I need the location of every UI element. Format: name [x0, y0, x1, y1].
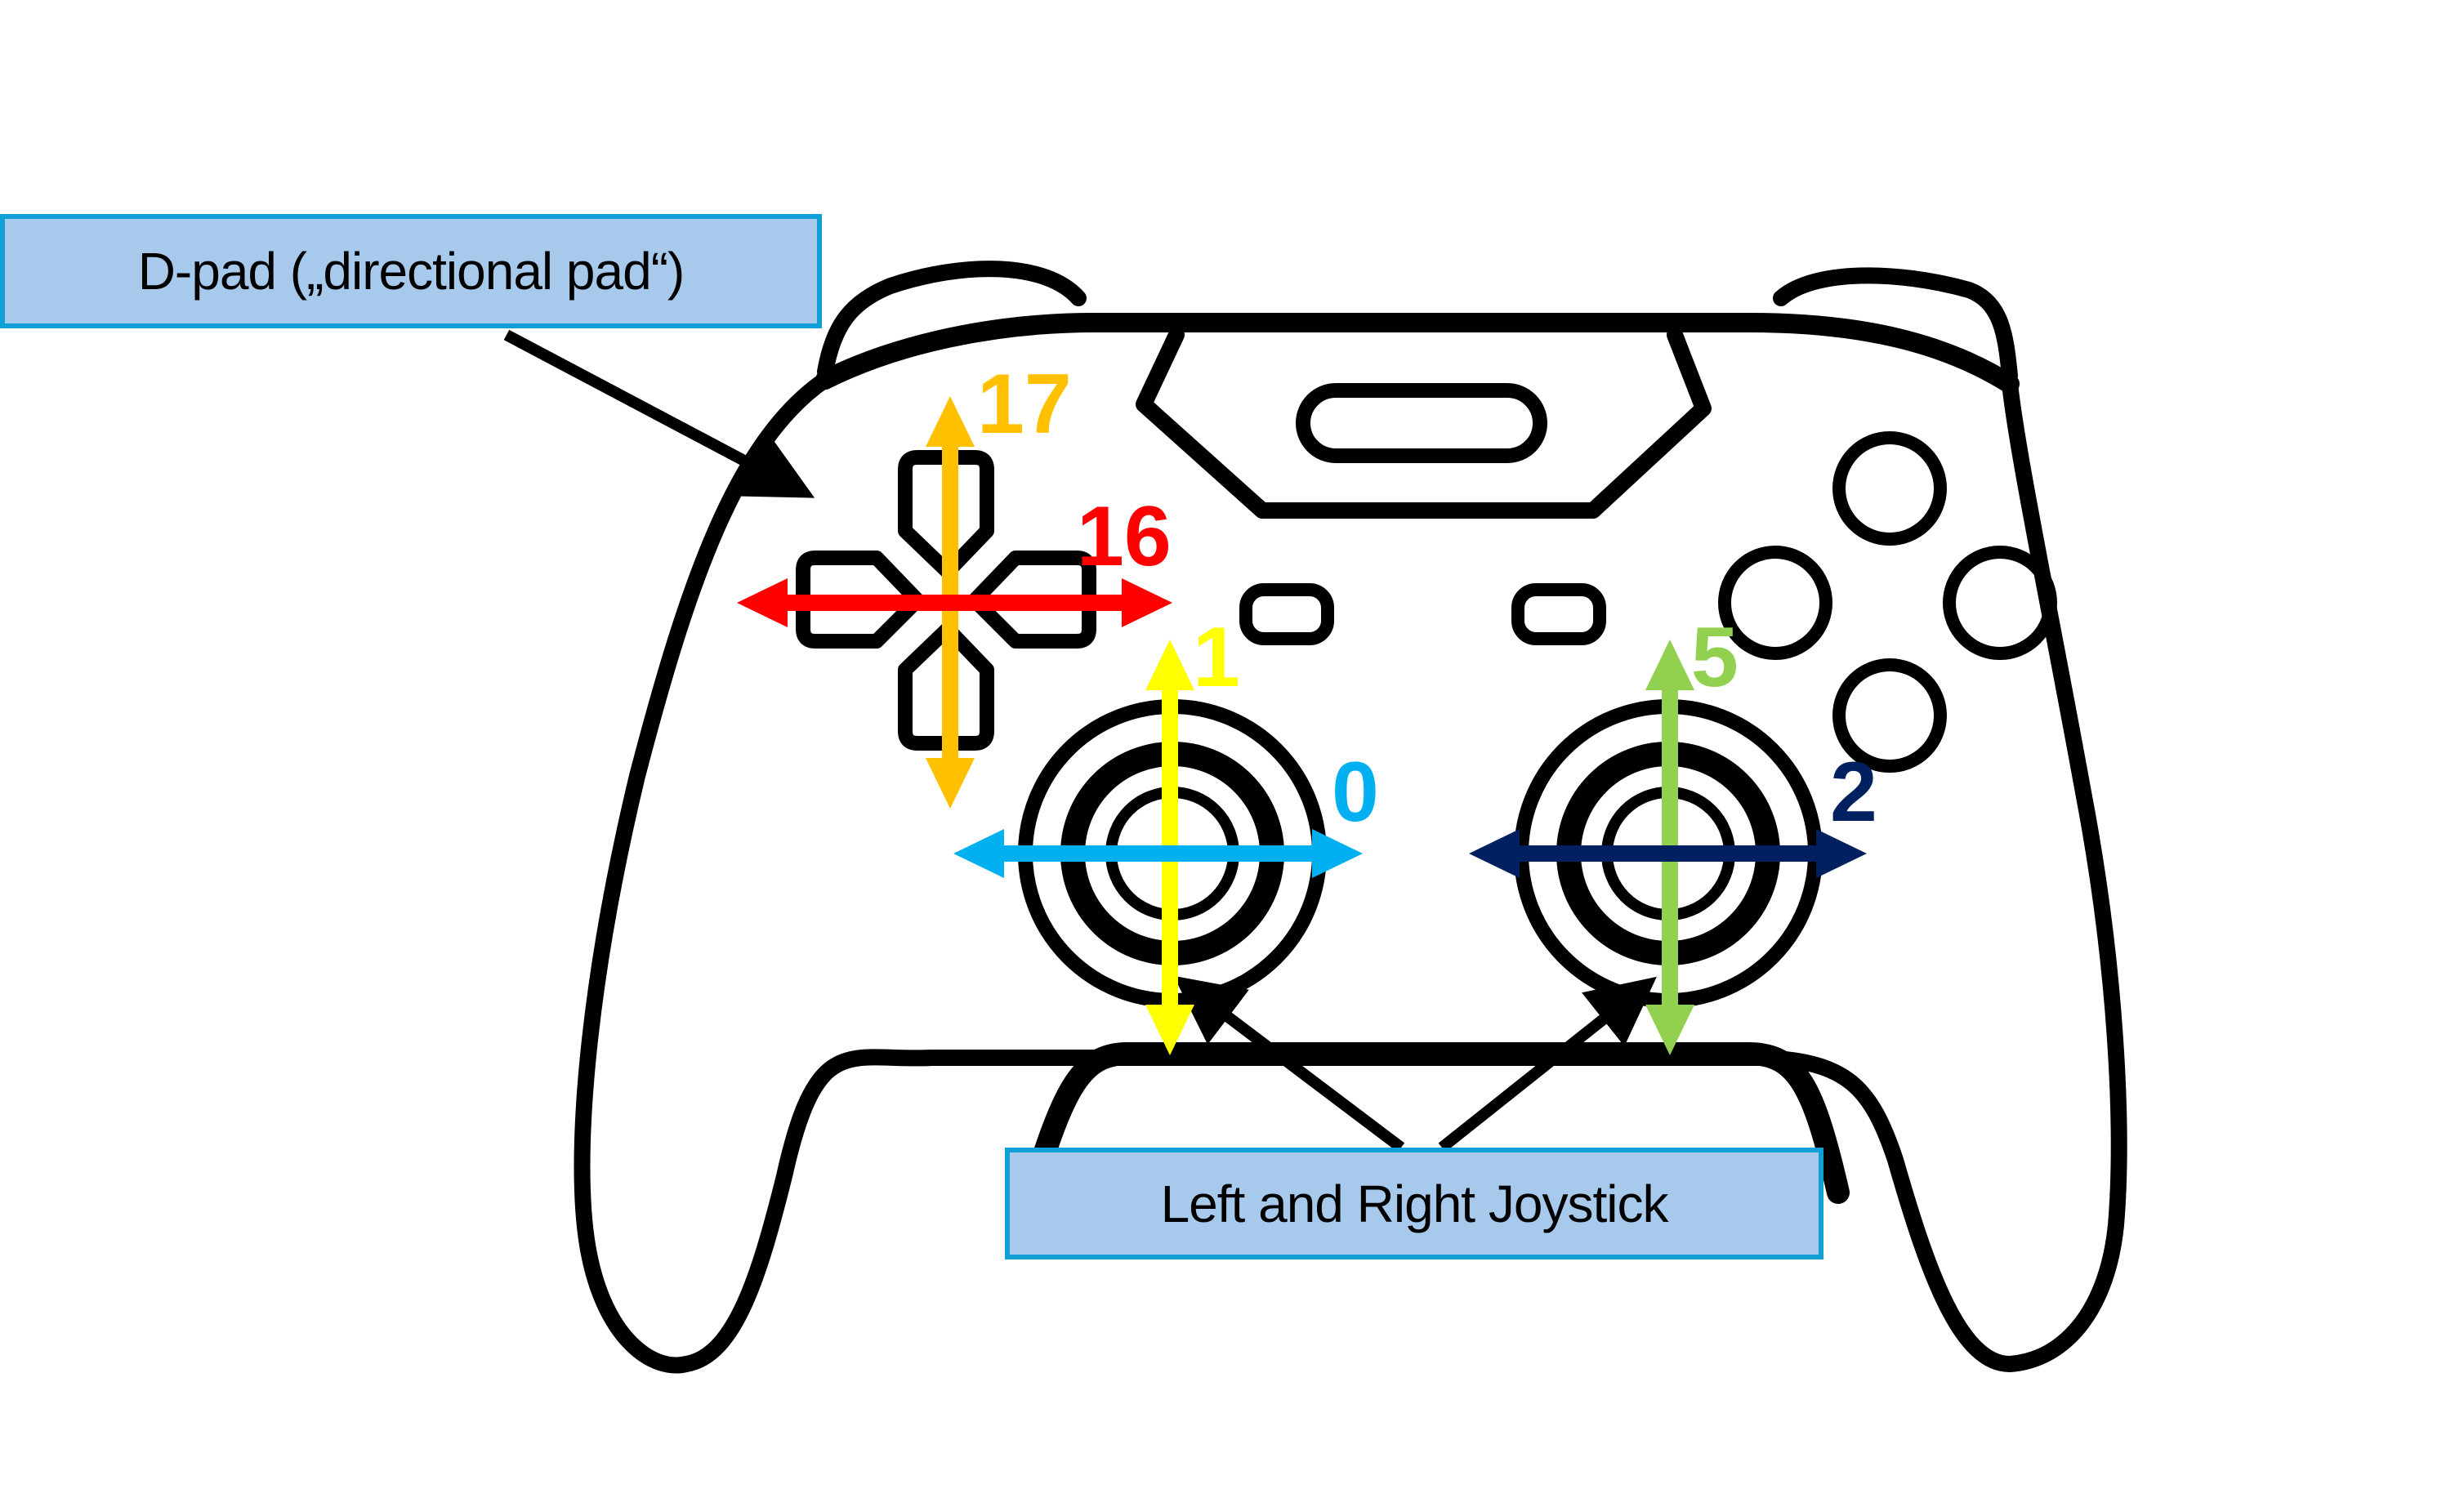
- face-button-top[interactable]: [1832, 431, 1947, 546]
- left-bumper: [817, 261, 1087, 380]
- face-button-right[interactable]: [1943, 546, 2057, 660]
- dpad-horizontal-head-end: [1122, 578, 1172, 627]
- dpad-down[interactable]: [898, 622, 994, 751]
- face-button-bottom[interactable]: [1832, 658, 1947, 773]
- axis-label-0: 0: [1332, 745, 1379, 840]
- right-stick-horizontal-head-start: [1469, 829, 1520, 878]
- axis-label-5: 5: [1691, 610, 1739, 705]
- dpad-callout-text: D-pad („directional pad“): [137, 242, 685, 301]
- start-button[interactable]: [1511, 583, 1606, 645]
- left-stick-pointer-arrow: [1173, 975, 1405, 1152]
- axis-label-16: 16: [1077, 489, 1172, 584]
- left-stick-horizontal-head-end: [1312, 829, 1363, 878]
- select-button[interactable]: [1239, 583, 1334, 645]
- center-pill: [1296, 383, 1547, 463]
- callout-arrows: [503, 329, 1657, 1152]
- body-outline: [574, 372, 2127, 1374]
- right-bumper: [1773, 267, 2018, 384]
- dpad-right[interactable]: [967, 551, 1096, 649]
- handle-bridge: [1018, 1042, 1850, 1212]
- axis-label-2: 2: [1830, 745, 1877, 840]
- right-stick-pointer-arrow: [1438, 976, 1657, 1152]
- dpad-pointer-arrow: [503, 329, 815, 498]
- left-stick-horizontal-arrow: [953, 829, 1363, 878]
- dpad-left[interactable]: [796, 551, 925, 649]
- axis-label-1: 1: [1193, 610, 1240, 705]
- dpad[interactable]: [796, 450, 1096, 751]
- dpad-vertical-head-start: [926, 396, 975, 447]
- dpad-callout: D-pad („directional pad“): [0, 214, 822, 328]
- left-stick-vertical-head-end: [1145, 1005, 1194, 1055]
- right-stick-vertical-head-start: [1645, 640, 1694, 690]
- dpad-up[interactable]: [898, 450, 994, 579]
- dpad-horizontal-arrow: [737, 578, 1172, 627]
- top-edge: [815, 313, 2020, 394]
- dpad-horizontal-head-start: [737, 578, 788, 627]
- left-stick-horizontal-head-start: [953, 829, 1004, 878]
- face-button-left[interactable]: [1718, 546, 1832, 660]
- joystick-callout: Left and Right Joystick: [1005, 1148, 1823, 1259]
- right-stick-vertical-head-end: [1645, 1005, 1694, 1055]
- axis-label-17: 17: [977, 357, 1072, 452]
- left-stick-vertical-head-start: [1145, 640, 1194, 690]
- right-stick-horizontal-head-end: [1816, 829, 1867, 878]
- axis-arrows: [737, 396, 1867, 1055]
- dpad-vertical-head-end: [926, 758, 975, 809]
- joystick-callout-text: Left and Right Joystick: [1160, 1174, 1669, 1233]
- right-stick-horizontal-arrow: [1469, 829, 1867, 878]
- center-panel: [1136, 327, 1712, 519]
